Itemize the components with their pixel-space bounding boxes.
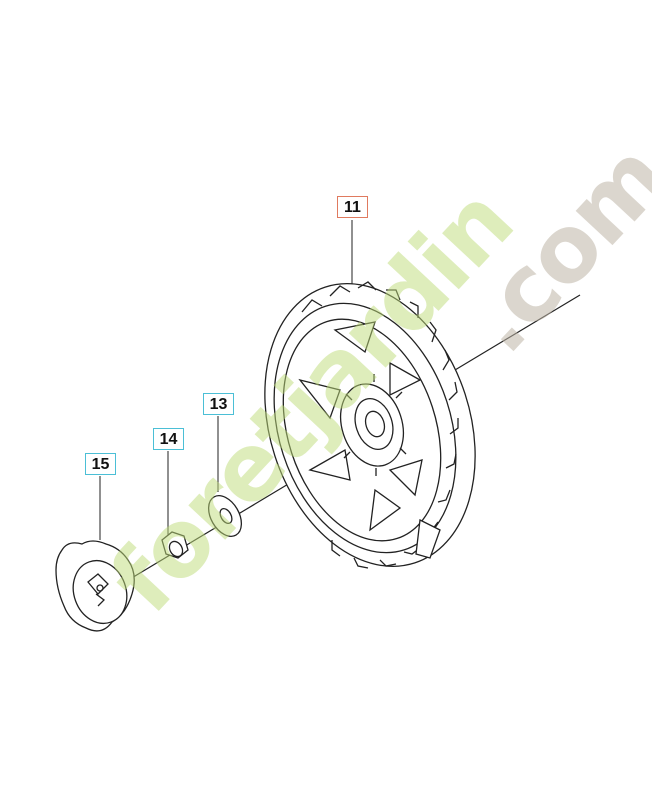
callout-part-15: 15 bbox=[85, 453, 116, 475]
callout-part-13: 13 bbox=[203, 393, 234, 415]
nut-part-14 bbox=[161, 531, 189, 559]
hubcap-part-15 bbox=[55, 540, 135, 632]
callout-part-11: 11 bbox=[337, 196, 368, 218]
wheel-part-11 bbox=[264, 281, 476, 569]
axle-line-rear bbox=[454, 294, 581, 371]
washer-part-13 bbox=[207, 495, 243, 537]
callout-part-14: 14 bbox=[153, 428, 184, 450]
